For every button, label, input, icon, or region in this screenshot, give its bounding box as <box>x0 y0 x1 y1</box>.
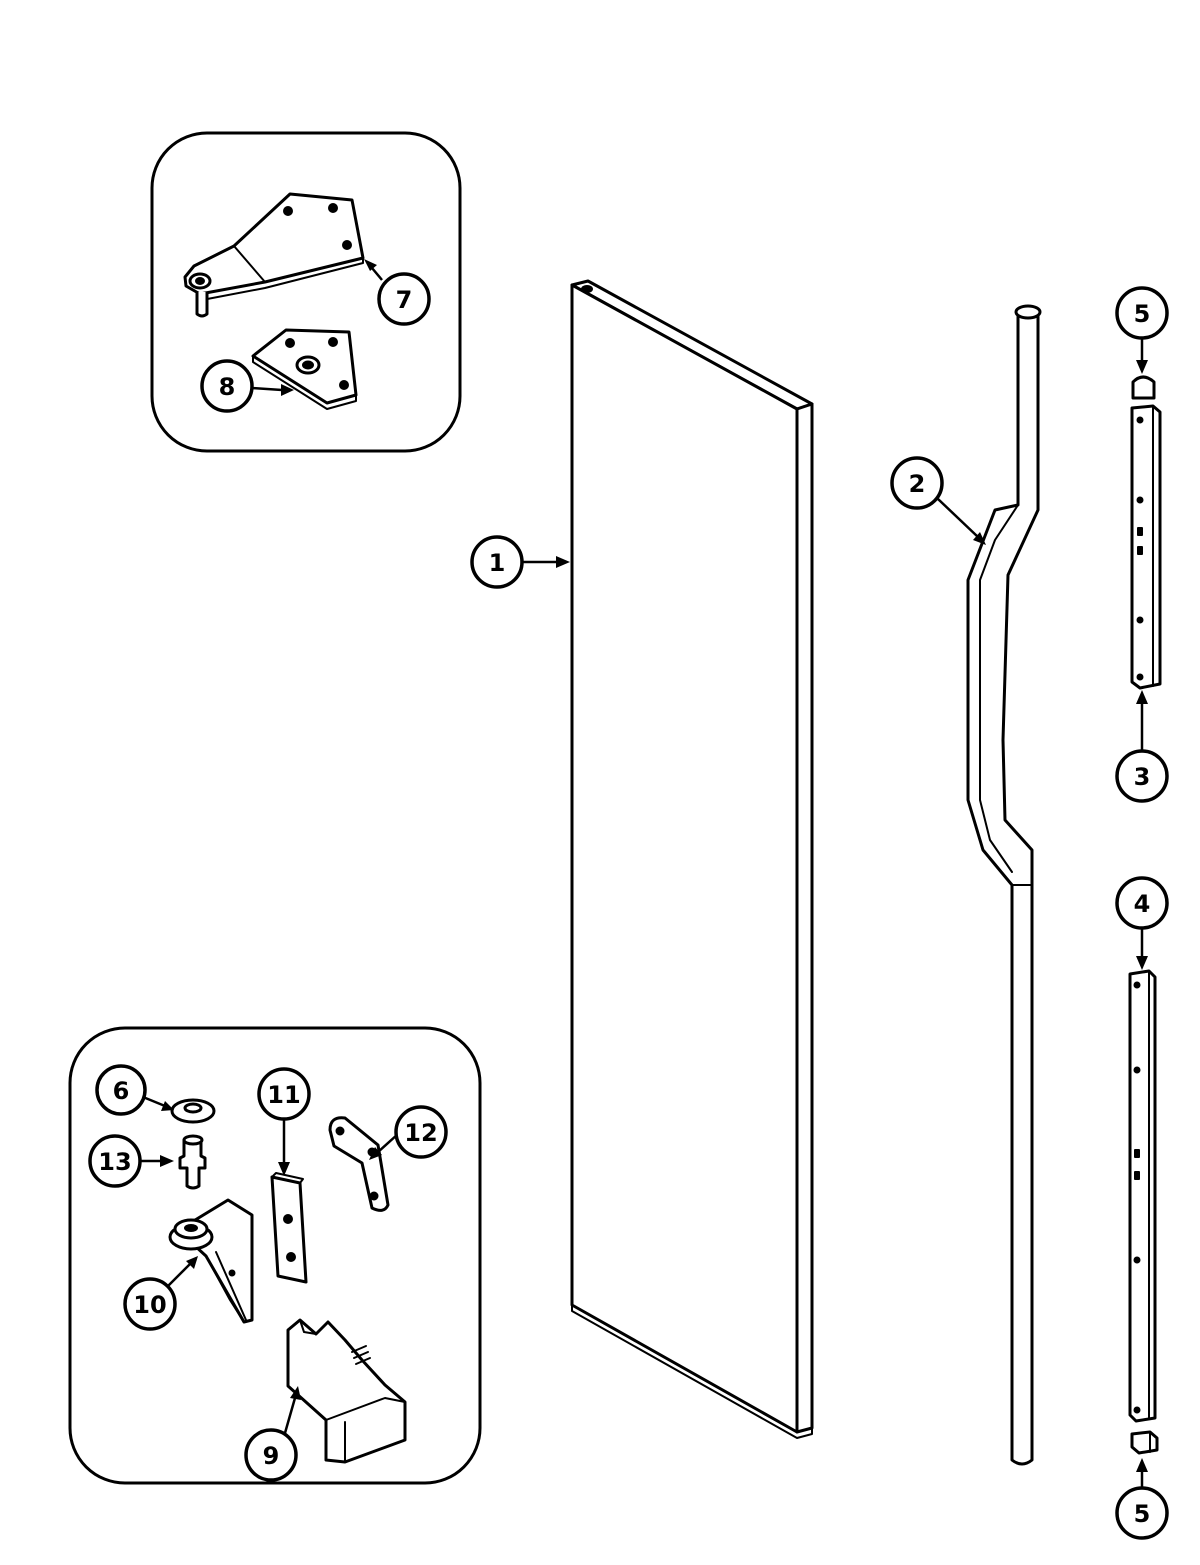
callout-7-label: 7 <box>396 286 413 314</box>
door-panel-part-1 <box>570 279 814 1439</box>
callout-8: 8 <box>200 359 254 413</box>
lower-hinge-bracket-part-10 <box>168 1198 254 1324</box>
callout-6-label: 6 <box>113 1077 130 1105</box>
angled-shim-part-12 <box>328 1116 390 1212</box>
upper-hinge-part-7 <box>183 192 365 318</box>
upper-trim-part-3 <box>1130 404 1162 690</box>
callout-10: 10 <box>123 1277 177 1331</box>
callout-6: 6 <box>95 1064 147 1116</box>
shim-plate-part-11 <box>270 1172 308 1284</box>
callout-11: 11 <box>257 1067 311 1121</box>
hinge-pin-part-13 <box>178 1134 207 1190</box>
callout-5-bottom: 5 <box>1115 1486 1169 1540</box>
callout-10-label: 10 <box>133 1291 166 1319</box>
upper-hinge-inset <box>150 131 462 453</box>
callout-2-label: 2 <box>909 470 926 498</box>
lower-hinge-inset <box>68 1026 482 1485</box>
callout-9: 9 <box>244 1428 298 1482</box>
callout-12-label: 12 <box>404 1119 437 1147</box>
callout-5-top-label: 5 <box>1134 300 1151 328</box>
callout-9-label: 9 <box>263 1442 280 1470</box>
callout-3: 3 <box>1115 749 1169 803</box>
callout-7: 7 <box>377 272 431 326</box>
lower-trim-part-4 <box>1128 969 1157 1423</box>
callout-2: 2 <box>890 456 944 510</box>
lower-hinge-part-8 <box>251 328 358 410</box>
callout-1: 1 <box>470 535 524 589</box>
washer-part-6 <box>170 1098 216 1124</box>
end-cap-top-part-5 <box>1131 375 1156 400</box>
callout-4: 4 <box>1115 876 1169 930</box>
callout-13-label: 13 <box>98 1148 131 1176</box>
callout-12: 12 <box>394 1105 448 1159</box>
callout-8-label: 8 <box>219 373 236 401</box>
callout-4-label: 4 <box>1134 890 1151 918</box>
end-cap-bottom-part-5 <box>1130 1430 1159 1455</box>
door-handle-part-2 <box>966 304 1042 1466</box>
leader-lines <box>139 259 1148 1488</box>
callout-5-top: 5 <box>1115 286 1169 340</box>
callout-5-bottom-label: 5 <box>1134 1500 1151 1528</box>
callout-3-label: 3 <box>1134 763 1151 791</box>
callout-13: 13 <box>88 1134 142 1188</box>
callout-1-label: 1 <box>489 549 506 577</box>
hinge-cover-part-9 <box>286 1318 407 1464</box>
callout-11-label: 11 <box>267 1081 300 1109</box>
